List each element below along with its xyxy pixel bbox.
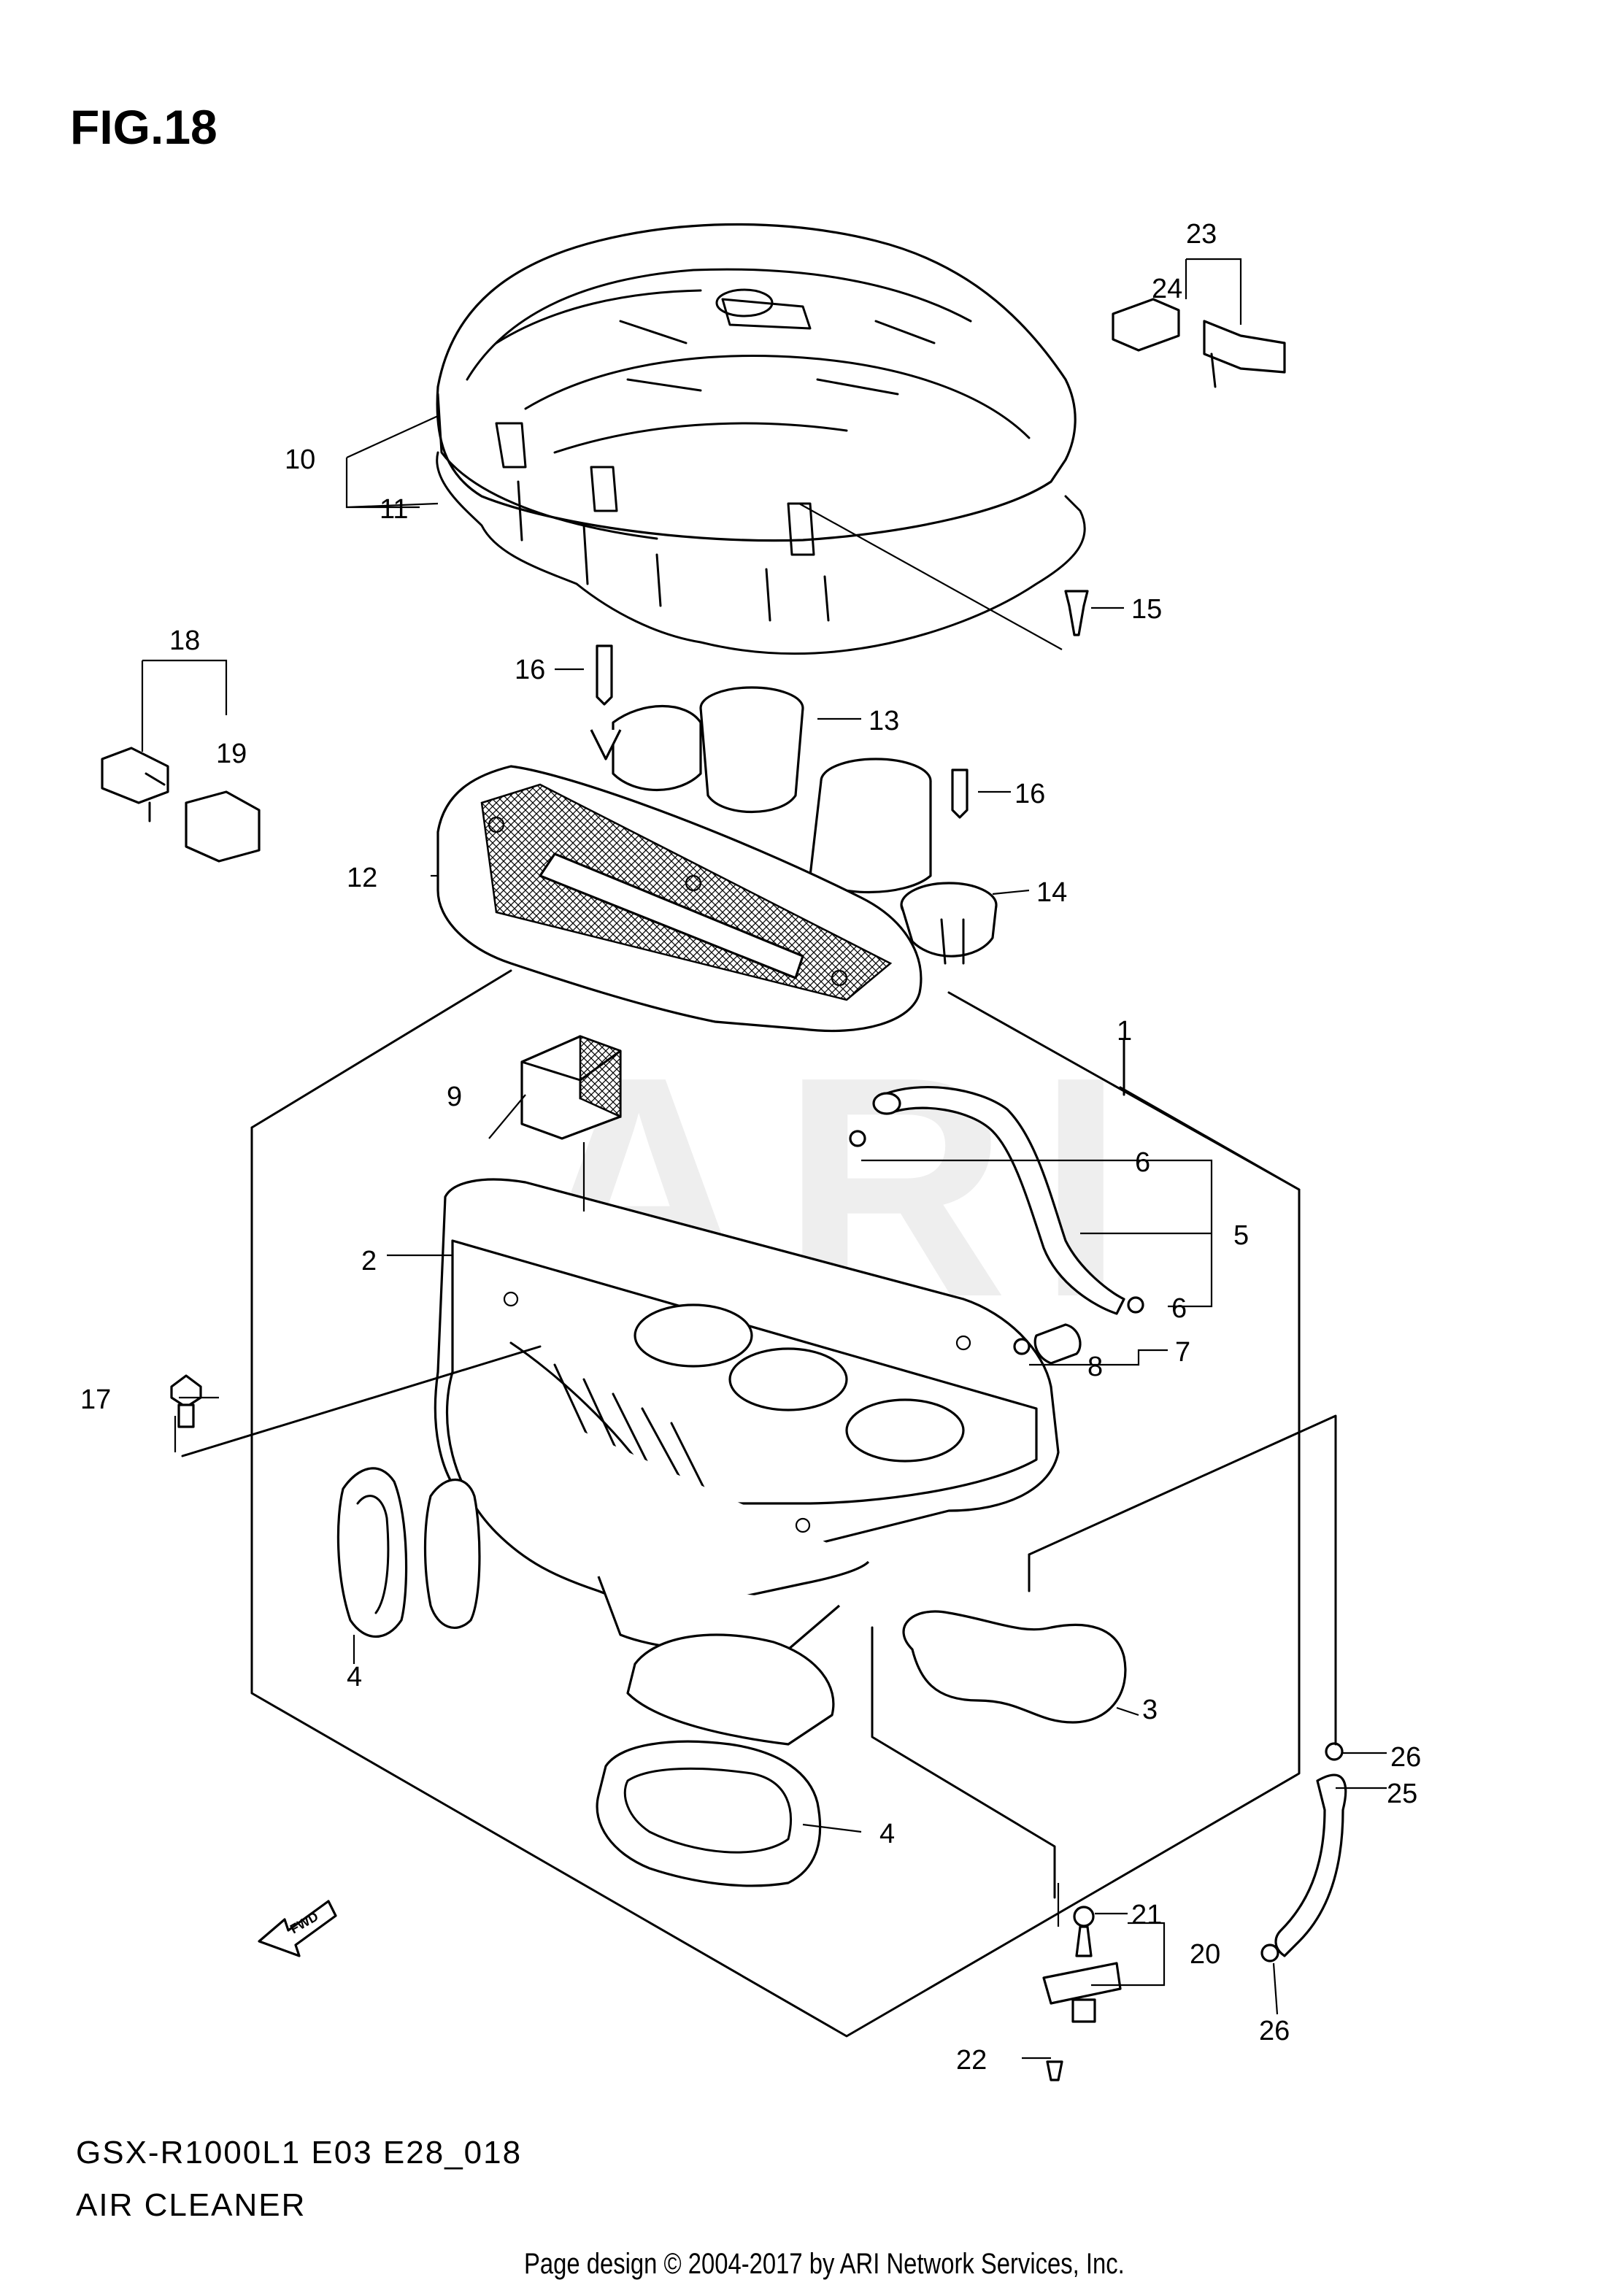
- callout-16a: 16: [515, 655, 545, 685]
- callout-26b: 26: [1259, 2016, 1290, 2046]
- callout-4a: 4: [347, 1662, 362, 1692]
- callout-7: 7: [1175, 1337, 1190, 1368]
- drain-plug: [1042, 1906, 1122, 2081]
- callout-24: 24: [1152, 274, 1182, 304]
- fwd-arrow-icon: FWD: [258, 1900, 337, 1957]
- callout-17: 17: [80, 1384, 111, 1415]
- callout-10: 10: [285, 444, 315, 475]
- intake-boots: [336, 1467, 835, 1887]
- callout-13: 13: [869, 706, 899, 736]
- footer-credit: Page design © 2004-2017 by ARI Network S…: [524, 2248, 1125, 2280]
- air-cleaner-case: [434, 1178, 1060, 1654]
- callout-1: 1: [1117, 1016, 1132, 1047]
- callout-4b: 4: [879, 1819, 895, 1849]
- callout-12: 12: [347, 863, 377, 893]
- screw-15: [1064, 590, 1089, 636]
- intake-ring-seal: [902, 1610, 1127, 1724]
- callout-26a: 26: [1390, 1742, 1421, 1773]
- callout-20: 20: [1190, 1939, 1220, 1970]
- callout-6a: 6: [1135, 1147, 1150, 1178]
- callout-14: 14: [1036, 877, 1067, 908]
- callout-2: 2: [361, 1246, 377, 1276]
- sensor-18: [101, 747, 261, 863]
- model-code: GSX-R1000L1 E03 E28_018: [76, 2135, 523, 2170]
- callout-labels: 1 2 3 4 4 5 6 6 7 8 9 10 11 12 13 14 15 …: [80, 219, 1421, 2076]
- screw-16a: [596, 644, 613, 706]
- callout-21: 21: [1131, 1900, 1162, 1930]
- breather-hose: [849, 1085, 1144, 1365]
- callout-23: 23: [1186, 219, 1217, 250]
- callout-16b: 16: [1014, 779, 1045, 809]
- callout-8: 8: [1087, 1352, 1103, 1382]
- callout-5: 5: [1233, 1220, 1249, 1251]
- callout-6b: 6: [1171, 1293, 1187, 1324]
- funnels: [590, 686, 998, 965]
- sensor-23: [1112, 298, 1286, 388]
- air-cleaner-cap: [436, 223, 1077, 622]
- drain-hose: [1260, 1742, 1347, 1962]
- callout-11: 11: [380, 494, 408, 525]
- callout-15: 15: [1131, 594, 1162, 625]
- callout-25: 25: [1387, 1779, 1417, 1809]
- callout-22: 22: [956, 2045, 987, 2076]
- figure-title: FIG.18: [70, 100, 217, 154]
- section-name: AIR CLEANER: [76, 2187, 307, 2223]
- callout-18: 18: [169, 625, 200, 656]
- assembly-leader-lines: [141, 258, 1387, 2060]
- sponge-block: [520, 1035, 622, 1140]
- air-filter-element: [436, 765, 923, 1033]
- callout-9: 9: [447, 1082, 462, 1112]
- cap-gasket: [436, 451, 1086, 655]
- screw-16b: [951, 768, 969, 819]
- callout-19: 19: [216, 739, 247, 769]
- callout-3: 3: [1142, 1695, 1158, 1725]
